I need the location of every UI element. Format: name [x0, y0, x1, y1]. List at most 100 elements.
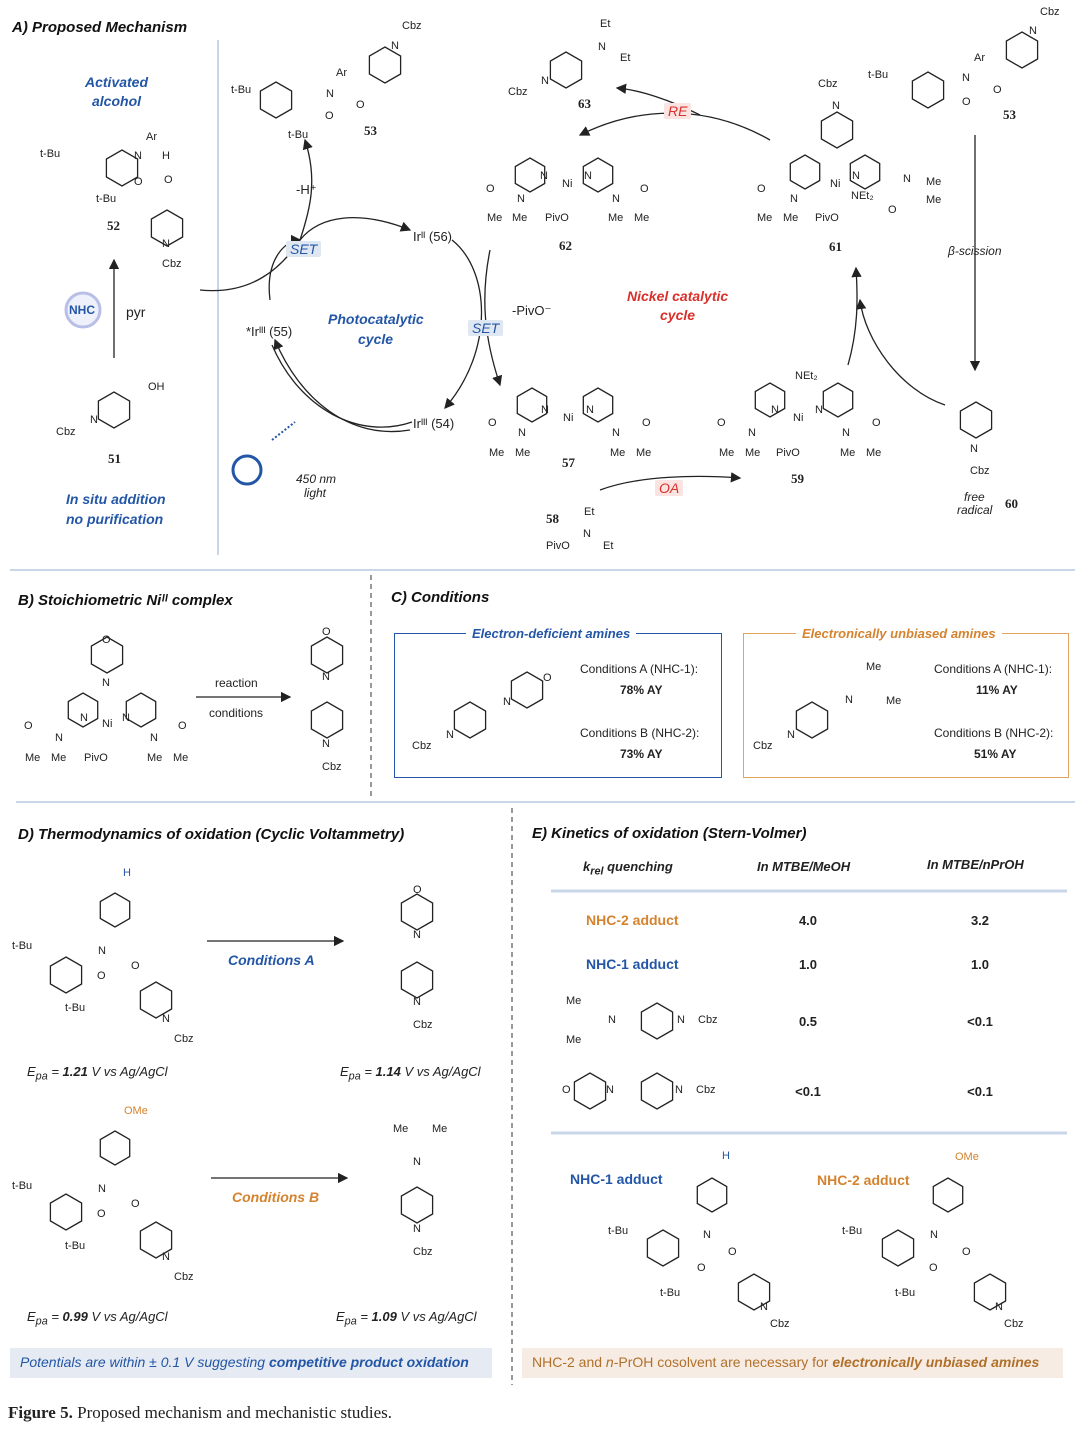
atom-label: Ar [336, 67, 347, 79]
atom-label: O [697, 1262, 706, 1274]
conditions-label: conditions [209, 706, 264, 720]
atom-label: Cbz [1004, 1318, 1024, 1330]
atom-label: Cbz [818, 78, 838, 90]
atom-label: N [930, 1229, 938, 1241]
atom-label: N [675, 1084, 683, 1096]
ring [139, 1221, 173, 1259]
atom-label: t-Bu [288, 129, 309, 141]
atom-label: PivO [546, 540, 570, 552]
table-cell-nproh: 1.0 [970, 957, 990, 972]
arrow [855, 298, 946, 406]
ir55-label: *Irᴵᴵᴵ (55) [246, 324, 293, 339]
atom-label: N [970, 443, 978, 455]
atom-label: O [717, 417, 726, 429]
ring [640, 1072, 674, 1110]
atom-label: N [815, 404, 823, 416]
atom-label: O [929, 1262, 938, 1274]
atom-label: t-Bu [12, 1180, 33, 1192]
atom-label: Me [840, 447, 856, 459]
arrow [484, 249, 503, 387]
atom-label: Ni [102, 718, 113, 730]
atom-label: N [162, 1251, 170, 1263]
atom-label: t-Bu [65, 1240, 86, 1252]
condition-b-label: Conditions B (NHC-2): [580, 726, 700, 740]
atom-label: NEt₂ [851, 190, 874, 202]
atom-label: t-Bu [868, 69, 889, 81]
atom-label: N [598, 41, 606, 53]
nhc1-adduct-label: NHC-1 adduct [570, 1171, 663, 1187]
compound-number: 51 [108, 451, 121, 466]
atom-label: Me [393, 1123, 409, 1135]
epa-unit: V vs Ag/AgCl [396, 1309, 477, 1324]
atom-label: O [488, 417, 497, 429]
atom-label: PivO [545, 212, 569, 224]
atom-label: N [162, 238, 170, 250]
ring [67, 692, 99, 728]
epa-potential: 0.99 [62, 1309, 88, 1324]
atom-label: Cbz [508, 86, 528, 98]
atom-label: Me [886, 695, 902, 707]
ring [400, 893, 434, 931]
atom-label: N [842, 427, 850, 439]
atom-label: Ni [563, 412, 574, 424]
atom-label: Me [51, 752, 67, 764]
atom-label: O [728, 1246, 737, 1258]
atom-label: N [962, 72, 970, 84]
atom-label: N [102, 677, 110, 689]
atom-label: O [97, 1208, 106, 1220]
atom-label: OH [148, 381, 165, 393]
note-emphasis: electronically unbiased amines [832, 1354, 1040, 1370]
epa-value: Epa = 1.09 V vs Ag/AgCl [336, 1309, 477, 1328]
atom-label: Et [600, 18, 611, 30]
atom-label: Et [620, 52, 631, 64]
atom-label: N [903, 173, 911, 185]
arrow [273, 338, 411, 433]
atom-label: N [832, 100, 840, 112]
arrow [599, 472, 742, 491]
atom-label: N [606, 1084, 614, 1096]
arrow [299, 138, 313, 241]
atom-label: Cbz [698, 1014, 718, 1026]
photocatalytic-cycle-label: cycle [358, 331, 394, 347]
atom-label: N [98, 945, 106, 957]
table-cell-meoh: <0.1 [795, 1084, 821, 1099]
epa-unit: V vs Ag/AgCl [87, 1064, 168, 1079]
oxidative-addition-label: OA [655, 480, 684, 496]
table-cell-nproh: <0.1 [967, 1014, 993, 1029]
atom-label: N [80, 712, 88, 724]
ring [582, 387, 614, 423]
ring [453, 701, 487, 739]
ring [573, 1072, 607, 1110]
in-situ-label: no purification [66, 511, 164, 527]
atom-label: N [852, 170, 860, 182]
ring [849, 154, 881, 190]
atom-label: OMe [955, 1151, 979, 1163]
atom-label: N [995, 1301, 1003, 1313]
arrow [444, 239, 483, 409]
epa-symbol: E [27, 1309, 36, 1324]
atom-label: N [677, 1014, 685, 1026]
ring [125, 692, 157, 728]
epa-eq: = [356, 1309, 372, 1324]
atom-label: O [872, 417, 881, 429]
reductive-elimination-label: RE [664, 103, 692, 119]
atom-label: Me [25, 752, 41, 764]
atom-label: N [413, 996, 421, 1008]
pivo-loss-label: -PivO⁻ [512, 303, 552, 318]
box-header: Electron-deficient amines [466, 626, 637, 641]
note-text: n [605, 1354, 614, 1370]
epa-symbol: E [340, 1064, 349, 1079]
atom-label: t-Bu [608, 1225, 629, 1237]
conditions-b-label: Conditions B [232, 1189, 320, 1205]
atom-label: N [413, 1156, 421, 1168]
atom-label: N [326, 88, 334, 100]
atom-label: Cbz [174, 1271, 194, 1283]
in-situ-label: In situ addition [66, 491, 166, 507]
arrow [271, 344, 413, 428]
section-e-title: E) Kinetics of oxidation (Stern-Volmer) [532, 825, 807, 842]
note-text: -PrOH cosolvent are necessary for [613, 1354, 833, 1370]
atom-label: Me [610, 447, 626, 459]
atom-label: N [612, 427, 620, 439]
free-radical-label: radical [957, 503, 993, 517]
compound-number: 60 [1005, 496, 1018, 511]
